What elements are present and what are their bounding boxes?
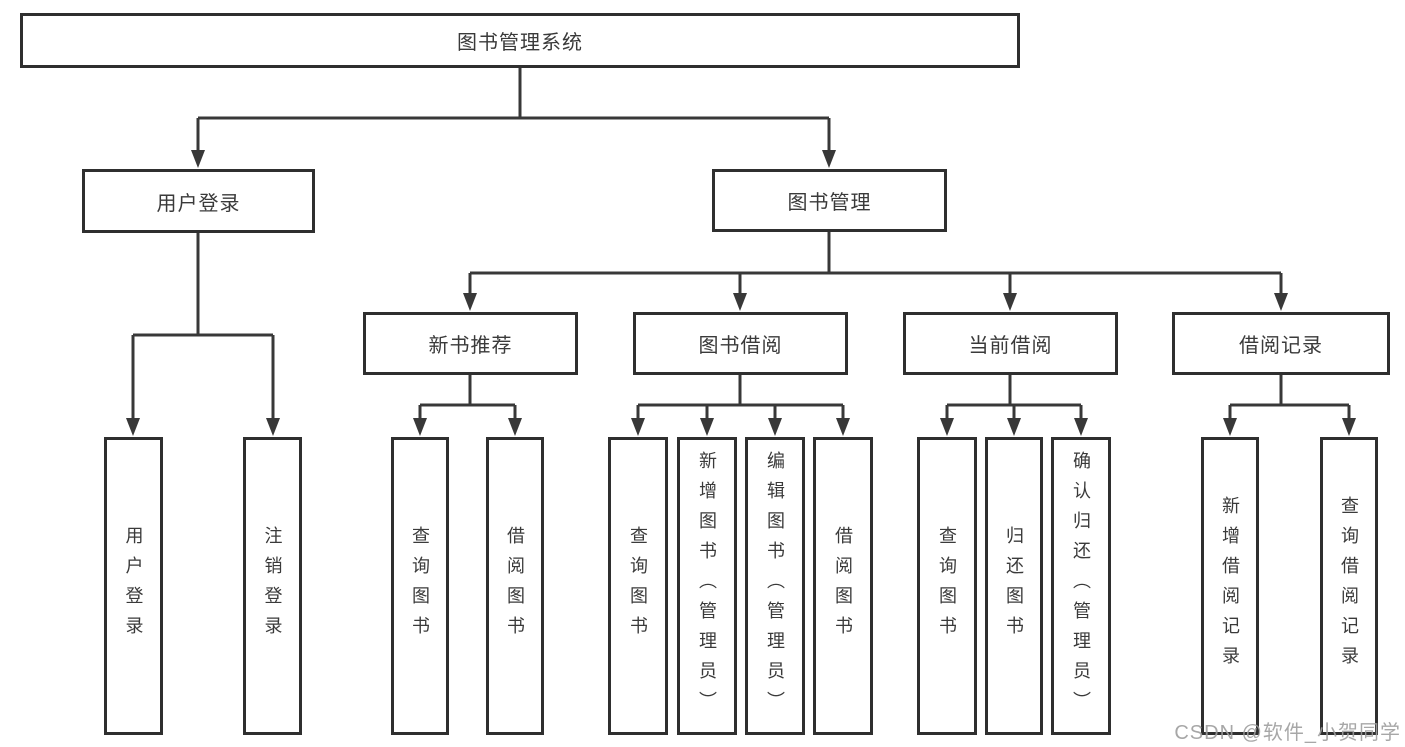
node-book-mgmt: 图书管理 — [712, 169, 947, 232]
leaf-rec-borrow-book: 借阅图书 — [486, 437, 544, 735]
leaf-user-login-label: 用户登录 — [123, 526, 144, 646]
leaf-logout-label: 注销登录 — [262, 526, 283, 646]
leaf-cb-query-book: 查询图书 — [917, 437, 977, 735]
node-current-borrow: 当前借阅 — [903, 312, 1118, 375]
leaf-bb-query-book: 查询图书 — [608, 437, 668, 735]
leaf-rec-query-book-label: 查询图书 — [410, 526, 430, 646]
node-book-borrow: 图书借阅 — [633, 312, 848, 375]
leaf-br-add-record: 新增借阅记录 — [1201, 437, 1259, 735]
leaf-rec-query-book: 查询图书 — [391, 437, 449, 735]
leaf-cb-return-book-label: 归还图书 — [1004, 526, 1024, 646]
node-current-borrow-label: 当前借阅 — [968, 335, 1053, 357]
node-user-login-label: 用户登录 — [156, 192, 241, 215]
node-borrow-record: 借阅记录 — [1172, 312, 1390, 375]
node-new-book-rec-label: 新书推荐 — [428, 335, 513, 357]
leaf-br-query-record: 查询借阅记录 — [1320, 437, 1378, 735]
node-root-label: 图书管理系统 — [457, 32, 583, 54]
leaf-bb-add-book: 新增图书（管理员） — [677, 437, 737, 735]
leaf-bb-edit-book-label: 编辑图书（管理员） — [765, 451, 785, 721]
leaf-bb-borrow-book: 借阅图书 — [813, 437, 873, 735]
node-root: 图书管理系统 — [20, 13, 1020, 68]
leaf-cb-confirm-return: 确认归还（管理员） — [1051, 437, 1111, 735]
node-borrow-record-label: 借阅记录 — [1239, 335, 1323, 357]
leaf-cb-query-book-label: 查询图书 — [937, 526, 957, 646]
leaf-br-add-record-label: 新增借阅记录 — [1220, 496, 1240, 676]
leaf-rec-borrow-book-label: 借阅图书 — [505, 526, 525, 646]
leaf-bb-add-book-label: 新增图书（管理员） — [697, 451, 717, 721]
node-book-borrow-label: 图书借阅 — [698, 335, 783, 357]
leaf-bb-borrow-book-label: 借阅图书 — [833, 526, 853, 646]
node-user-login: 用户登录 — [82, 169, 315, 233]
node-book-mgmt-label: 图书管理 — [787, 192, 872, 214]
node-new-book-rec: 新书推荐 — [363, 312, 578, 375]
leaf-bb-edit-book: 编辑图书（管理员） — [745, 437, 805, 735]
arrowheads — [126, 150, 1356, 436]
leaf-br-query-record-label: 查询借阅记录 — [1339, 496, 1359, 676]
leaf-user-login: 用户登录 — [104, 437, 163, 735]
leaf-cb-confirm-return-label: 确认归还（管理员） — [1071, 451, 1091, 721]
leaf-bb-query-book-label: 查询图书 — [628, 526, 648, 646]
leaf-cb-return-book: 归还图书 — [985, 437, 1043, 735]
leaf-logout: 注销登录 — [243, 437, 302, 735]
